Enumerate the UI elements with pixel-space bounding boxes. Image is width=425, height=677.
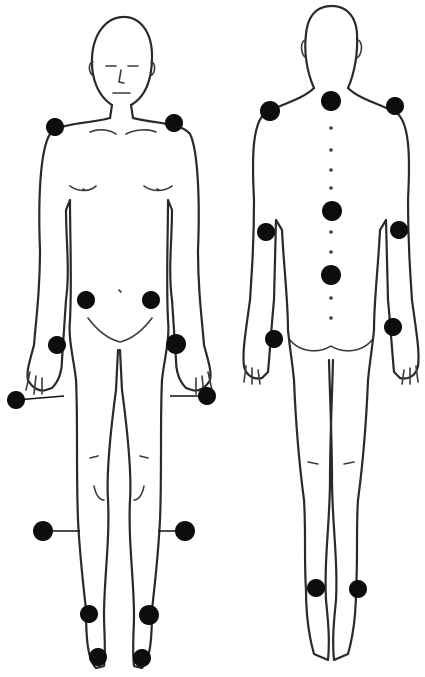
marker-back-neck: [321, 91, 341, 111]
marker-front-right-shoulder: [165, 114, 183, 132]
marker-back-left-shoulder: [260, 101, 280, 121]
front-nipples: [83, 189, 159, 190]
front-pelvis: [88, 318, 152, 342]
marker-back-right-hip: [384, 318, 402, 336]
marker-front-left-foot: [89, 648, 107, 666]
back-hand-right: [402, 366, 418, 384]
front-navel: [119, 290, 121, 292]
front-nose: [119, 70, 124, 83]
back-body-right: [329, 88, 419, 660]
marker-front-right-knee-side: [175, 521, 195, 541]
marker-front-left-shoulder: [46, 118, 64, 136]
marker-front-right-elbow: [166, 334, 186, 354]
back-head: [305, 6, 357, 88]
front-knees: [90, 456, 148, 500]
marker-back-left-hip: [265, 330, 283, 348]
back-spine-dots: [329, 126, 333, 320]
front-neck: [110, 105, 133, 118]
marker-back-left-elbow: [257, 223, 275, 241]
front-collarbones: [90, 130, 156, 134]
marker-back-right-shoulder: [386, 97, 404, 115]
marker-front-left-wrist: [7, 391, 25, 409]
marker-back-lower-spine: [321, 265, 341, 285]
marker-back-left-heel: [307, 579, 325, 597]
marker-front-right-ankle: [139, 605, 159, 625]
back-ears: [302, 40, 362, 58]
marker-front-right-hip: [142, 291, 160, 309]
marker-front-left-ankle: [80, 605, 98, 623]
marker-front-right-wrist: [198, 387, 216, 405]
front-head: [92, 17, 152, 105]
front-body-right: [120, 118, 211, 668]
marker-front-right-foot: [133, 649, 151, 667]
marker-back-right-elbow: [390, 221, 408, 239]
marker-back-mid-spine: [322, 201, 342, 221]
marker-back-right-heel: [349, 580, 367, 598]
marker-front-left-hip: [77, 291, 95, 309]
back-buttocks: [290, 340, 372, 351]
back-hand-left: [244, 366, 260, 384]
front-body-left: [27, 118, 118, 668]
back-body-left: [243, 88, 333, 660]
marker-front-left-knee-side: [33, 521, 53, 541]
back-markers: [257, 91, 408, 598]
marker-front-left-elbow: [48, 336, 66, 354]
